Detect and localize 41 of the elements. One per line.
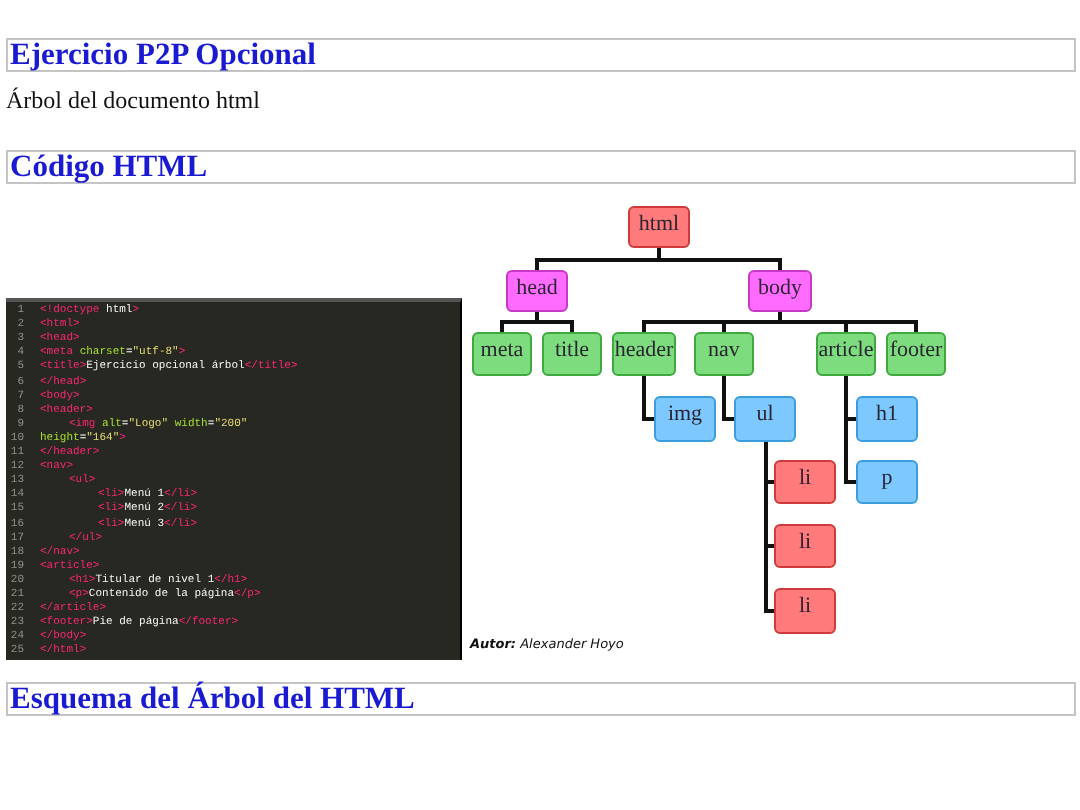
node-label: ul: [756, 402, 774, 428]
section-heading: Código HTML: [6, 150, 1076, 184]
node-label: img: [667, 402, 703, 428]
node-label: footer: [889, 338, 943, 364]
node-label: article: [818, 338, 874, 364]
tree-node: [612, 332, 676, 376]
node-label: h1: [876, 402, 898, 428]
tree-node: [734, 396, 796, 442]
node-label: nav: [708, 338, 740, 364]
node-label: li: [798, 466, 812, 492]
node-label: title: [554, 338, 590, 364]
tree-node: [856, 396, 918, 442]
tree-node: [654, 396, 716, 442]
node-label: meta: [480, 338, 524, 364]
node-label: li: [798, 530, 812, 556]
tree-node: [774, 460, 836, 504]
tree-connector: [722, 376, 734, 421]
page-title: Ejercicio P2P Opcional: [6, 38, 1076, 72]
tree-node: [506, 270, 568, 312]
tree-node: [748, 270, 812, 312]
intro-text: Árbol del documento html: [6, 86, 260, 114]
tree-node: [774, 524, 836, 568]
tree-connector: [657, 248, 782, 270]
tree-node: [694, 332, 754, 376]
tree-connector: [778, 312, 918, 332]
node-label: li: [798, 594, 812, 620]
tree-node: [856, 460, 918, 504]
section-heading: Esquema del Árbol del HTML: [6, 682, 1076, 716]
node-label: html: [638, 212, 680, 238]
node-label: p: [881, 466, 893, 492]
tree-connector: [535, 312, 574, 332]
tree-node: [542, 332, 602, 376]
tree-node: [886, 332, 946, 376]
tree-node: [774, 588, 836, 634]
tree-node: [472, 332, 532, 376]
tree-connector: [642, 376, 654, 421]
tree-node: [816, 332, 876, 376]
node-label: head: [516, 276, 558, 302]
node-label: body: [758, 276, 802, 302]
node-label: header: [614, 338, 674, 364]
tree-node: [628, 206, 690, 248]
